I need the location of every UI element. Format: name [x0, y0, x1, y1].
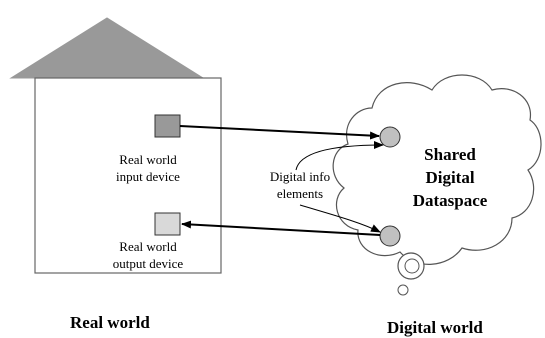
cloud-title: Shared Digital Dataspace	[395, 143, 505, 212]
input-device	[154, 114, 181, 138]
input-arrow	[179, 125, 380, 140]
input-device-label-line1: Real world	[119, 152, 177, 167]
digital-info-label: Digital info elements	[245, 168, 355, 202]
output-device	[154, 212, 181, 236]
info-element-top	[379, 126, 401, 148]
input-device-label: Real world input device	[93, 151, 203, 185]
digital-info-label-line2: elements	[276, 186, 324, 201]
output-device-label: Real world output device	[88, 238, 208, 272]
digital-info-label-line1: Digital info	[269, 169, 331, 184]
digital-cloud	[332, 74, 542, 265]
pointer-to-bottom-element	[299, 204, 381, 233]
cloud-title-line1: Shared	[424, 145, 476, 164]
house-roof	[9, 17, 205, 79]
output-arrow	[181, 220, 381, 236]
cloud-bubble-small	[397, 284, 409, 296]
info-element-bottom	[379, 225, 401, 247]
digital-world-title: Digital world	[387, 318, 483, 337]
real-world-title: Real world	[70, 313, 150, 332]
cloud-bubble-inner	[404, 258, 420, 274]
output-device-label-line1: Real world	[119, 239, 177, 254]
cloud-title-line2: Digital	[425, 168, 475, 187]
input-device-label-line2: input device	[116, 169, 180, 184]
cloud-title-line3: Dataspace	[412, 191, 488, 210]
house-body	[34, 77, 222, 274]
pointer-to-top-element	[295, 141, 384, 171]
output-device-label-line2: output device	[112, 256, 184, 271]
